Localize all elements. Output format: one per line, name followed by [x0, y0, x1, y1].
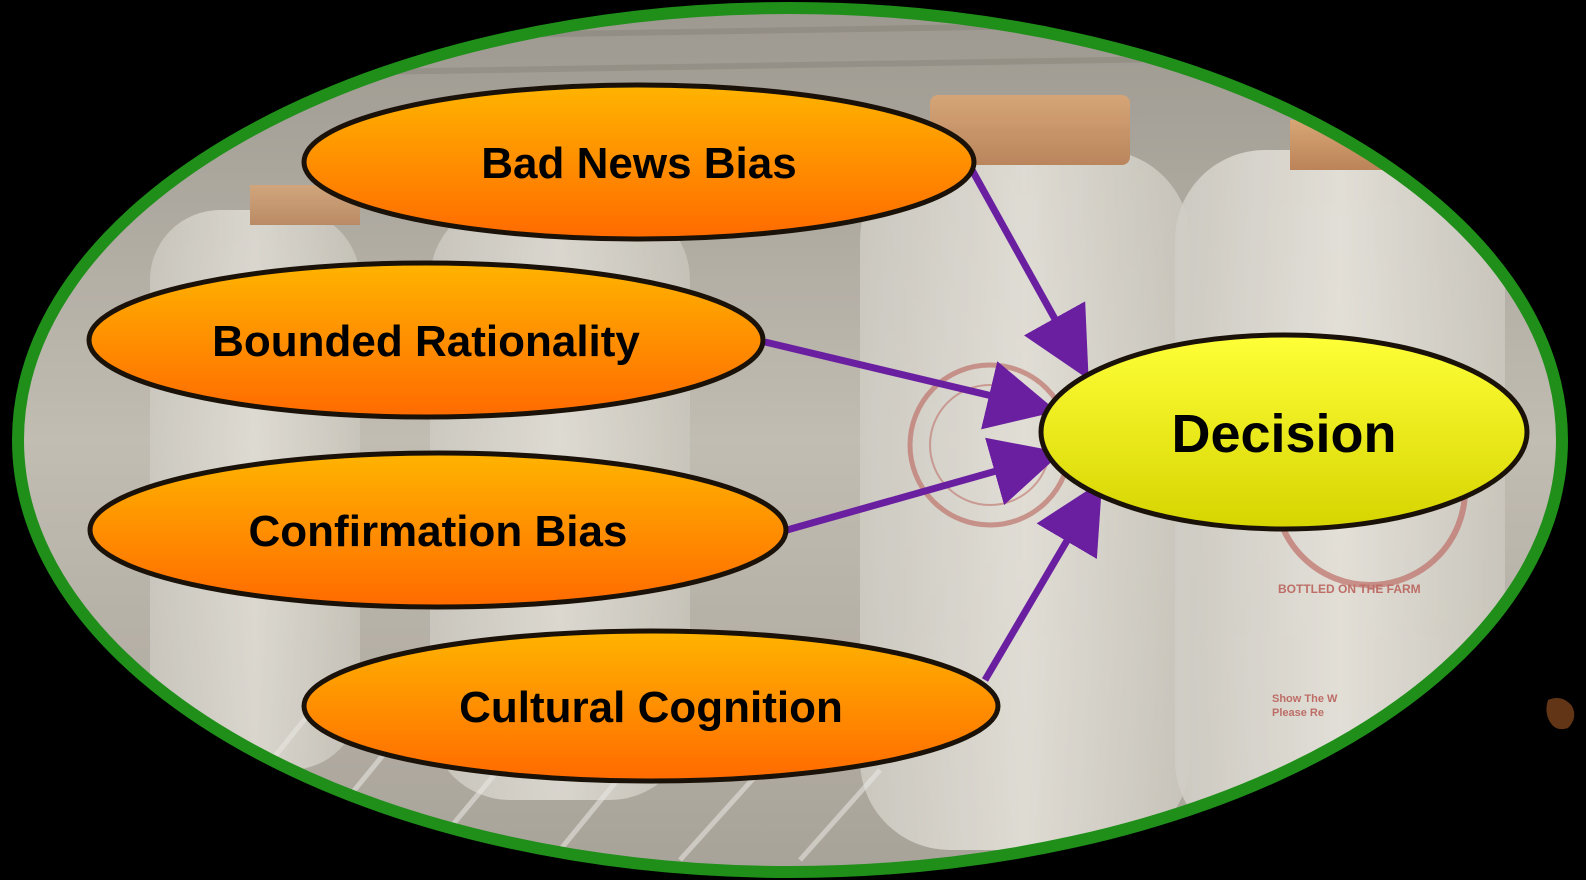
node-label: Bad News Bias: [481, 139, 796, 188]
node-bounded-rationality: Bounded Rationality: [86, 260, 766, 420]
node-confirmation-bias: Confirmation Bias: [87, 450, 789, 610]
bottle-label-show: Show The W: [1272, 693, 1338, 705]
arrow-bad-news-to-decision: [968, 168, 1089, 380]
arrow-cultural-to-decision: [981, 480, 1103, 682]
node-cultural-cognition: Cultural Cognition: [301, 628, 1001, 784]
node-decision: Decision: [1038, 332, 1530, 532]
outer-frame-ellipse: [12, 2, 1568, 878]
arrow-bounded-to-decision: [764, 338, 1058, 430]
decorative-object: [1546, 698, 1575, 730]
node-label: Cultural Cognition: [459, 683, 843, 732]
bottle-label-bottled: BOTTLED ON THE FARM: [1278, 582, 1421, 596]
arrow-confirmation-to-decision: [786, 437, 1062, 534]
node-label: Bounded Rationality: [212, 317, 640, 366]
node-bad-news-bias: Bad News Bias: [301, 82, 977, 242]
bottle-label-please: Please Re: [1272, 707, 1324, 719]
node-label: Decision: [1171, 404, 1396, 464]
arrows: [764, 168, 1103, 682]
node-label: Confirmation Bias: [249, 507, 628, 556]
